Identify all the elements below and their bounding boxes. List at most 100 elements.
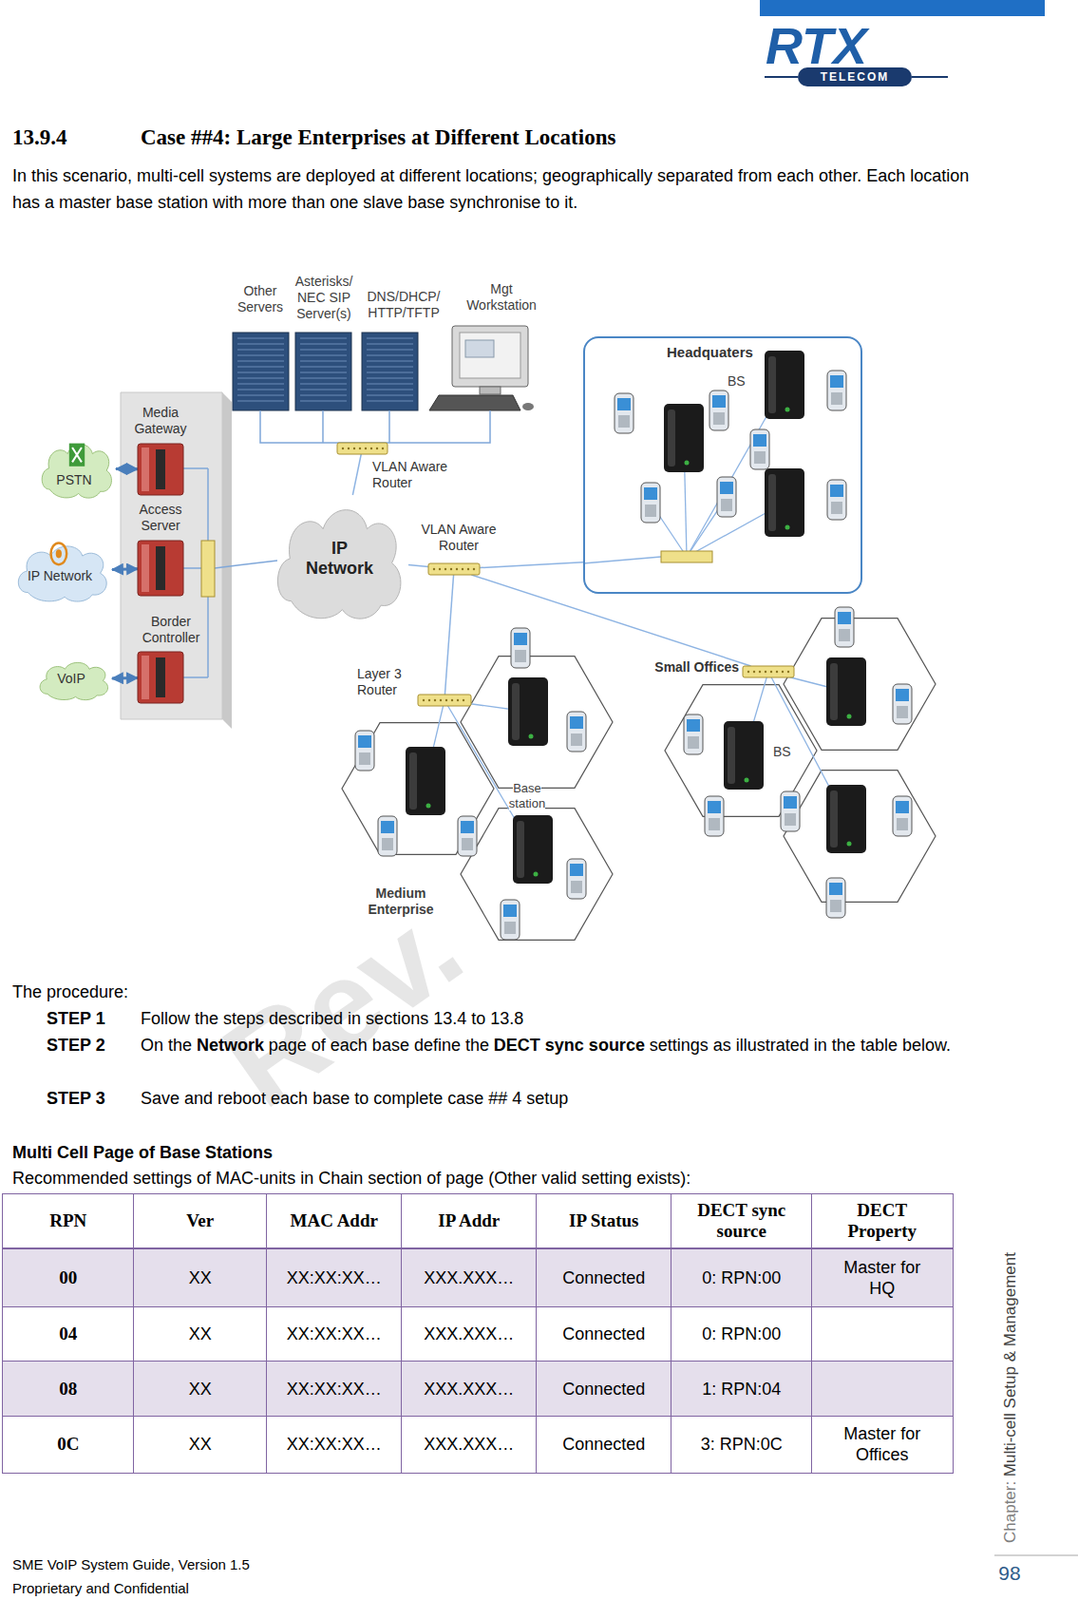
router-port — [461, 567, 464, 570]
server-slot — [366, 389, 414, 391]
table-cell: XX:XX:XX… — [265, 1305, 403, 1362]
router: Layer 3 Router — [417, 694, 472, 706]
base-station — [826, 784, 867, 853]
router-port — [770, 670, 773, 673]
handset — [709, 390, 729, 431]
handset — [826, 877, 846, 918]
table-note: Recommended settings of MAC-units in Cha… — [12, 1165, 963, 1192]
table-value: Connected — [562, 1378, 645, 1400]
page-number-text: 98 — [998, 1561, 1021, 1584]
logo-wordmark: RTX — [765, 18, 956, 73]
router-port — [353, 447, 356, 450]
handset-body — [500, 899, 520, 940]
server-slot — [366, 349, 414, 351]
table-cell: XX — [132, 1248, 268, 1308]
table-cell: Ver — [132, 1192, 268, 1250]
gateway-device: Border Controller — [137, 651, 184, 703]
handset-keys — [896, 705, 908, 719]
router-body — [428, 563, 480, 575]
router: VLAN Aware Router — [337, 442, 388, 454]
table-cell: IP Addr — [400, 1192, 538, 1250]
logo-wordmark-text: RTX — [765, 17, 868, 75]
column-header: MAC Addr — [290, 1210, 379, 1231]
logo-rule — [911, 75, 948, 78]
server-slot — [300, 378, 347, 379]
server-slot — [237, 360, 284, 362]
table-note-text: Recommended settings of MAC-units in Cha… — [12, 1168, 691, 1188]
server-slot — [300, 400, 347, 402]
router-port — [381, 447, 384, 450]
table-cell: Connected — [535, 1415, 673, 1474]
router-body — [742, 665, 795, 678]
pstn-icon — [69, 443, 85, 467]
body-paragraph-text: In this scenario, multi-cell systems are… — [12, 166, 969, 212]
table-value: XXX.XXX… — [423, 1378, 514, 1400]
logo-subtitle: TELECOM — [797, 69, 912, 85]
server-slot — [300, 366, 347, 368]
handset-screen — [753, 434, 767, 447]
handset — [614, 393, 634, 434]
handset-keys — [838, 628, 851, 642]
cell-hexagon — [460, 656, 613, 789]
router-port — [370, 447, 373, 450]
table-cell: XXX.XXX… — [400, 1415, 538, 1474]
base-station — [764, 468, 805, 537]
server-slot — [300, 383, 347, 385]
handset — [704, 795, 724, 836]
base-led — [785, 525, 791, 530]
panel-switch — [201, 540, 215, 597]
handset-body — [510, 627, 530, 668]
handset-keys — [381, 837, 394, 851]
handset-keys — [784, 813, 796, 826]
server-label: Asterisks/ NEC SIP Server(s) — [288, 273, 360, 322]
site-label: Medium Enterprise — [360, 885, 441, 918]
router-port — [775, 670, 778, 673]
base-led — [426, 803, 432, 809]
network-link — [479, 562, 584, 568]
table-value: 08 — [58, 1378, 77, 1400]
footer-rule — [994, 1554, 1078, 1556]
table-value: 0: RPN:00 — [701, 1267, 781, 1288]
table-value: 04 — [58, 1323, 77, 1344]
workstation — [429, 325, 534, 411]
router-port — [455, 567, 458, 570]
table-value: XX:XX:XX… — [286, 1267, 382, 1288]
base-station — [663, 403, 704, 473]
internet-icon — [51, 543, 68, 566]
footer-text-text: SME VoIP System Guide, Version 1.5 — [12, 1555, 250, 1572]
table-value: XX:XX:XX… — [286, 1433, 382, 1455]
cloud-outline — [277, 510, 401, 620]
section-number: 13.9.4 — [12, 124, 136, 152]
handset-screen — [895, 688, 909, 701]
table-heading-text: Multi Cell Page of Base Stations — [12, 1142, 273, 1162]
router-port — [764, 670, 767, 673]
section-title: Case ##4: Large Enterprises at Different… — [140, 124, 996, 152]
handset-keys — [896, 817, 908, 831]
table-cell: XX — [132, 1305, 268, 1362]
handset — [567, 711, 587, 752]
node-label: Border Controller — [128, 613, 214, 646]
handset-body — [892, 683, 912, 724]
network-link — [352, 453, 361, 495]
base-body — [512, 814, 553, 884]
server-slot — [237, 378, 284, 379]
server-slot — [300, 338, 347, 340]
keyboard — [429, 395, 521, 411]
handset-keys — [644, 504, 657, 517]
base-body — [764, 468, 805, 537]
router-body — [337, 442, 388, 454]
base-body — [826, 657, 867, 726]
wire — [183, 467, 209, 470]
handset — [510, 627, 530, 668]
server-slot — [237, 338, 284, 340]
server-slot — [237, 389, 284, 391]
table-cell: 0: RPN:00 — [670, 1305, 814, 1362]
table-value: Master for Offices — [829, 1422, 936, 1465]
handset-body — [567, 711, 587, 752]
base-shade — [727, 726, 736, 784]
monitor-stand — [479, 386, 501, 395]
handset — [750, 429, 770, 470]
server-slot — [237, 343, 284, 345]
router: Small Offices — [742, 665, 795, 678]
